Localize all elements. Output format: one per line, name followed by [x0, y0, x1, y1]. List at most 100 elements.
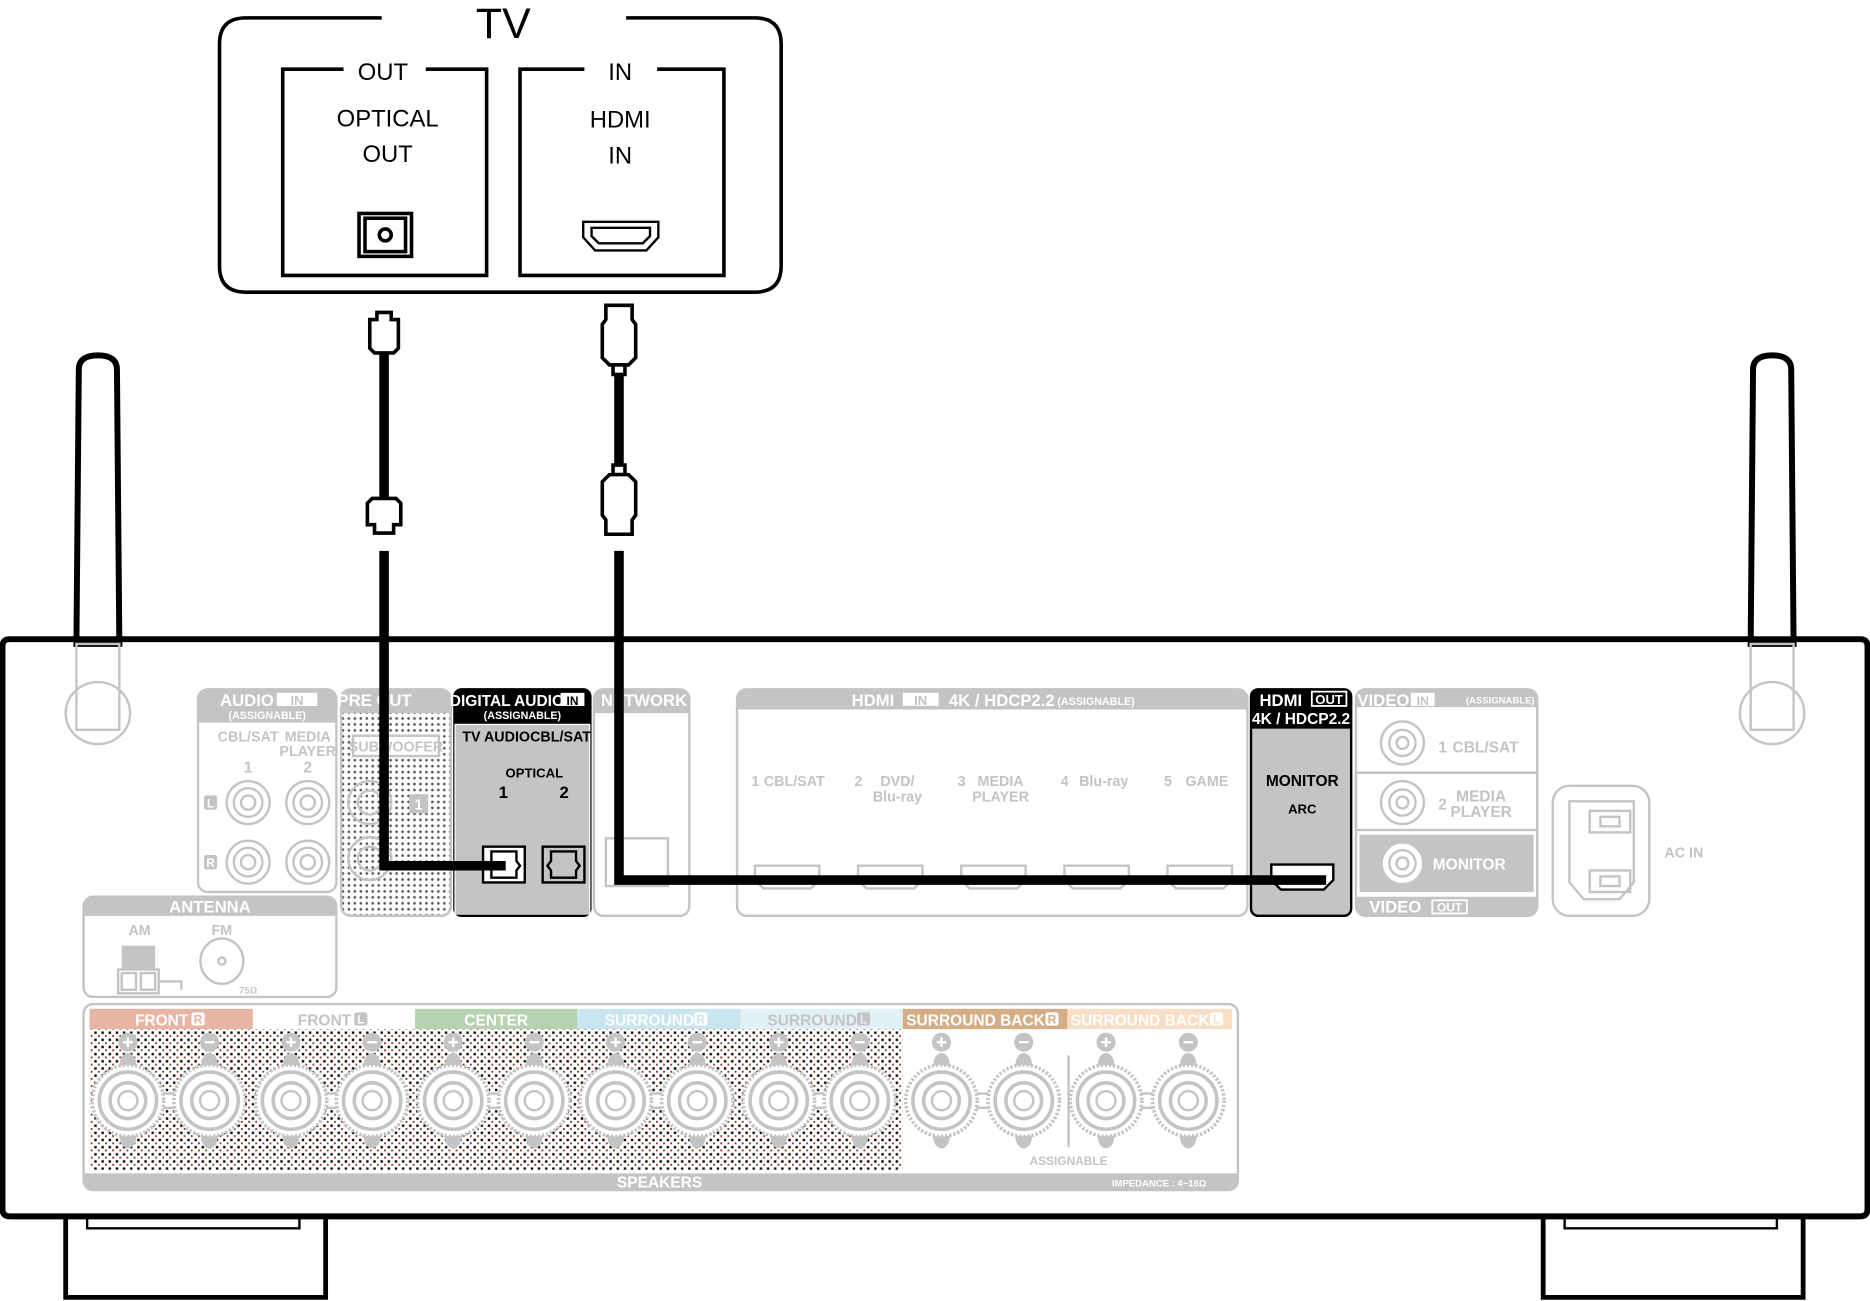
speaker-terminal-negative[interactable]	[986, 1032, 1062, 1149]
audio-in-col1: CBL/SAT	[218, 730, 279, 746]
hdmi-input-label: MEDIA	[978, 774, 1024, 790]
pre-out-title: PRE OUT	[337, 691, 412, 710]
speaker-side-badge	[694, 1012, 708, 1026]
speaker-terminal-positive[interactable]	[741, 1032, 817, 1149]
video-title: VIDEO	[1357, 691, 1409, 710]
receiver-body	[0, 636, 1870, 1300]
speaker-channel-label: SURROUND BACK	[906, 1013, 1045, 1030]
antenna-right	[1738, 352, 1806, 746]
digital-audio-sub: (ASSIGNABLE)	[484, 710, 562, 722]
antenna-fm: FM	[212, 923, 233, 939]
video-in2-label-a: MEDIA	[1456, 788, 1506, 805]
speaker-channel-header	[89, 1008, 253, 1030]
speaker-channel-label: CENTER	[464, 1013, 528, 1030]
audio-in-n2: 2	[303, 760, 312, 777]
video-sub: (ASSIGNABLE)	[1466, 696, 1535, 707]
speaker-side-badge	[1209, 1012, 1224, 1026]
video-in1-num: 1	[1438, 739, 1447, 756]
audio-in-col2a: MEDIA	[285, 730, 331, 746]
speaker-terminal-positive[interactable]	[415, 1032, 491, 1149]
speaker-channel-front-r: FRONT R	[89, 1008, 253, 1170]
hdmi-in-sub: (ASSIGNABLE)	[1057, 696, 1135, 708]
speaker-terminal-positive[interactable]	[903, 1032, 980, 1149]
optical-port-icon	[357, 211, 414, 259]
pre-out-subwoofer: SUBWOOFER	[349, 739, 444, 755]
speaker-side-badge	[354, 1012, 368, 1026]
hdmi-input-number: 4	[1061, 774, 1069, 790]
speaker-terminal-positive[interactable]	[578, 1032, 654, 1149]
optical-plug-top-icon	[367, 310, 401, 355]
optical-port-2-icon[interactable]	[541, 845, 586, 884]
hdmi-input-5: 5 GAME	[1164, 774, 1234, 890]
digital-audio-n2: 2	[559, 783, 568, 802]
digital-audio-in-panel: DIGITAL AUDIO IN (ASSIGNABLE) TV AUDIO C…	[450, 688, 592, 918]
hdmi-out-title: HDMI	[1260, 691, 1303, 710]
tv-title: TV	[476, 0, 531, 48]
tv-hdmi-in-panel: IN HDMI IN	[518, 59, 726, 278]
speaker-side-badge	[857, 1012, 871, 1026]
speaker-side-label: R	[696, 1013, 705, 1027]
speaker-channel-label: FRONT	[135, 1013, 189, 1030]
hdmi-input-label: DVD/	[880, 774, 914, 790]
foot-left	[63, 1216, 329, 1300]
speaker-terminal-positive[interactable]	[1068, 1032, 1144, 1149]
speaker-channel-header	[1067, 1008, 1232, 1030]
video-in2-label-b: PLAYER	[1450, 804, 1511, 821]
optical-cable	[365, 310, 506, 871]
speaker-terminal-negative[interactable]	[172, 1032, 248, 1149]
hdmi-input-label-2: PLAYER	[972, 789, 1029, 805]
audio-in-panel: AUDIO IN (ASSIGNABLE) CBL/SAT MEDIA PLAY…	[196, 688, 338, 894]
speaker-channel-header	[415, 1008, 578, 1030]
speaker-terminal-negative[interactable]	[659, 1032, 735, 1149]
speaker-terminal-positive[interactable]	[253, 1032, 329, 1149]
speaker-side-badge	[1045, 1012, 1059, 1026]
video-out-title: VIDEO	[1369, 897, 1421, 916]
hdmi-input-label: Blu-ray	[1079, 774, 1128, 790]
speaker-terminal-positive[interactable]	[90, 1032, 166, 1149]
video-in1-label: CBL/SAT	[1453, 739, 1520, 756]
hdmi-out-monitor: MONITOR	[1266, 773, 1339, 790]
audio-in-title: AUDIO	[220, 691, 274, 710]
speaker-side-label: L	[1213, 1013, 1220, 1027]
audio-in-right: R	[206, 856, 215, 870]
speaker-side-label: R	[1048, 1013, 1057, 1027]
hdmi-plug-bottom-icon	[600, 472, 638, 537]
optical-plug-bottom-icon	[365, 496, 403, 535]
video-panel: VIDEO IN (ASSIGNABLE) 1 CBL/SAT 2 MEDIA …	[1354, 688, 1539, 918]
hdmi-input-number: 3	[958, 774, 966, 790]
digital-audio-optical: OPTICAL	[506, 765, 564, 780]
speaker-side-badge	[191, 1012, 205, 1026]
ethernet-port-icon	[604, 837, 670, 888]
hdmi-in-title: HDMI	[852, 691, 895, 710]
speakers-assignable: ASSIGNABLE	[1030, 1154, 1108, 1168]
antenna-title: ANTENNA	[169, 897, 251, 916]
video-out-tag: OUT	[1437, 901, 1463, 915]
speaker-terminal-negative[interactable]	[334, 1032, 410, 1149]
fm-connector-icon	[199, 937, 245, 985]
ac-in-socket: AC IN	[1551, 784, 1703, 918]
hdmi-input-label-2: Blu-ray	[873, 789, 922, 805]
speaker-terminal-negative[interactable]	[822, 1032, 898, 1149]
speaker-channel-label: SURROUND BACK	[1071, 1013, 1210, 1030]
hdmi-input-label: GAME	[1185, 774, 1228, 790]
hdmi-input-number: 1	[751, 774, 759, 790]
hdmi-input-number: 5	[1164, 774, 1172, 790]
speaker-terminal-negative[interactable]	[1150, 1032, 1226, 1149]
antenna-am: AM	[128, 923, 150, 939]
speaker-channel-label: FRONT	[298, 1013, 352, 1030]
speaker-terminal-negative[interactable]	[496, 1032, 572, 1149]
speaker-side-label: R	[194, 1013, 203, 1027]
hdmi-input-4: 4 Blu-ray	[1061, 774, 1130, 890]
audio-in-left: L	[207, 796, 214, 810]
speaker-side-label: L	[860, 1013, 867, 1027]
speaker-channel-label: SURROUND	[605, 1013, 695, 1030]
speaker-channel-label: SURROUND	[767, 1013, 857, 1030]
hdmi-port-icon	[582, 220, 660, 252]
am-terminal-icon	[116, 945, 183, 995]
audio-in-tag: IN	[290, 693, 303, 708]
